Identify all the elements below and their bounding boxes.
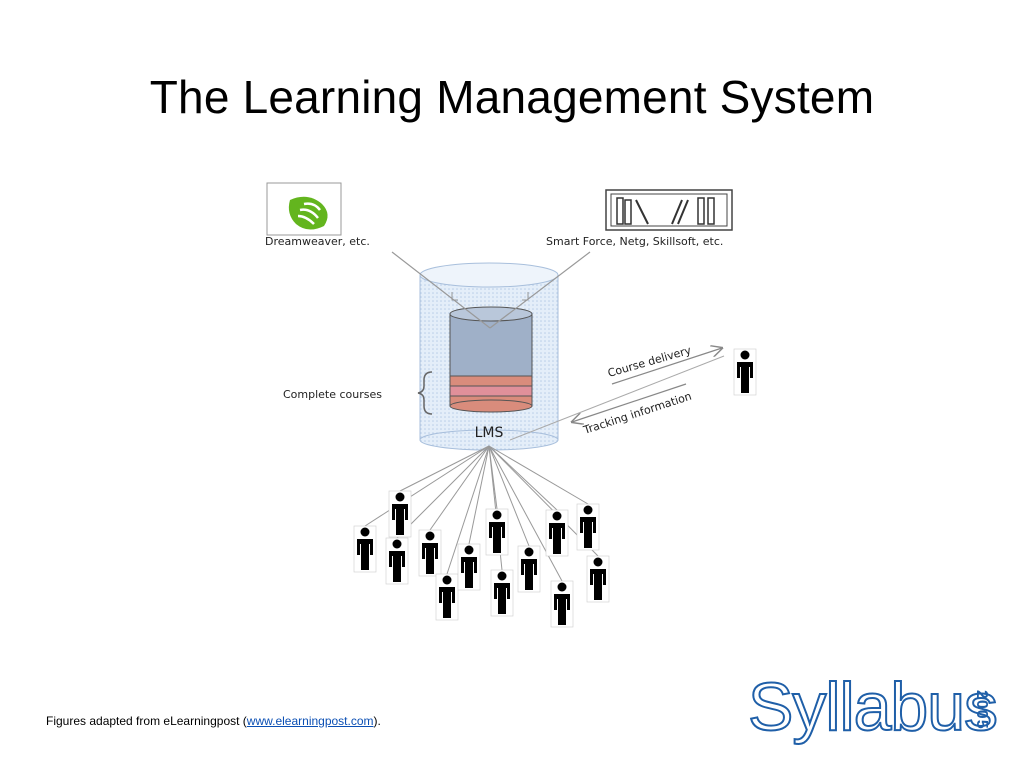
person-icon bbox=[586, 555, 610, 603]
fan-line bbox=[446, 445, 490, 575]
tracking-information-arrow bbox=[572, 383, 687, 422]
course-delivery-arrow bbox=[611, 348, 722, 385]
lms-label: LMS bbox=[475, 425, 504, 441]
elearningpost-link[interactable]: www.elearningpost.com bbox=[246, 714, 374, 728]
person-icon bbox=[385, 537, 409, 585]
person-icon bbox=[457, 543, 481, 591]
complete-courses-label: Complete courses bbox=[283, 388, 382, 401]
person-icon bbox=[435, 573, 459, 621]
person-icon bbox=[517, 545, 541, 593]
course-layer bbox=[449, 375, 533, 387]
caption-prefix: Figures adapted from eLearningpost ( bbox=[46, 714, 247, 728]
fan-line bbox=[399, 445, 490, 492]
person-icon bbox=[388, 490, 412, 538]
fan-line bbox=[396, 445, 490, 539]
person-icon bbox=[733, 348, 757, 396]
dreamweaver-label: Dreamweaver, etc. bbox=[265, 235, 370, 248]
fan-line bbox=[429, 445, 490, 531]
fan-line bbox=[364, 445, 490, 527]
fan-line bbox=[468, 445, 490, 545]
arrow-dreamweaver-to-lms bbox=[391, 251, 491, 329]
person-icon bbox=[550, 580, 574, 628]
database-icon bbox=[449, 306, 533, 413]
fan-line bbox=[488, 445, 558, 511]
dreamweaver-logo-icon bbox=[266, 182, 342, 236]
person-icon bbox=[353, 525, 377, 573]
fan-line bbox=[488, 445, 530, 547]
learners bbox=[353, 348, 757, 628]
caption-suffix: ). bbox=[373, 714, 381, 728]
course-layer bbox=[449, 385, 533, 397]
arrow-smartforce-to-lms bbox=[489, 251, 591, 329]
person-icon bbox=[485, 508, 509, 556]
person-icon bbox=[490, 569, 514, 617]
brace bbox=[417, 371, 433, 415]
person-icon bbox=[545, 509, 569, 557]
fan-line bbox=[488, 445, 563, 582]
bookshelf-icon bbox=[605, 189, 733, 231]
slide-title: The Learning Management System bbox=[149, 71, 875, 123]
person-icon bbox=[576, 503, 600, 551]
caption: Figures adapted from eLearningpost (www.… bbox=[46, 714, 381, 728]
tracking-line bbox=[509, 355, 725, 441]
smartforce-label: Smart Force, Netg, Skillsoft, etc. bbox=[546, 235, 723, 248]
person-icon bbox=[418, 529, 442, 577]
fan-line bbox=[488, 445, 589, 505]
syllabus-logo-year: 2005 bbox=[973, 690, 990, 730]
syllabus-logo: Syllabus bbox=[747, 668, 999, 746]
fan-out-lines bbox=[364, 445, 599, 582]
